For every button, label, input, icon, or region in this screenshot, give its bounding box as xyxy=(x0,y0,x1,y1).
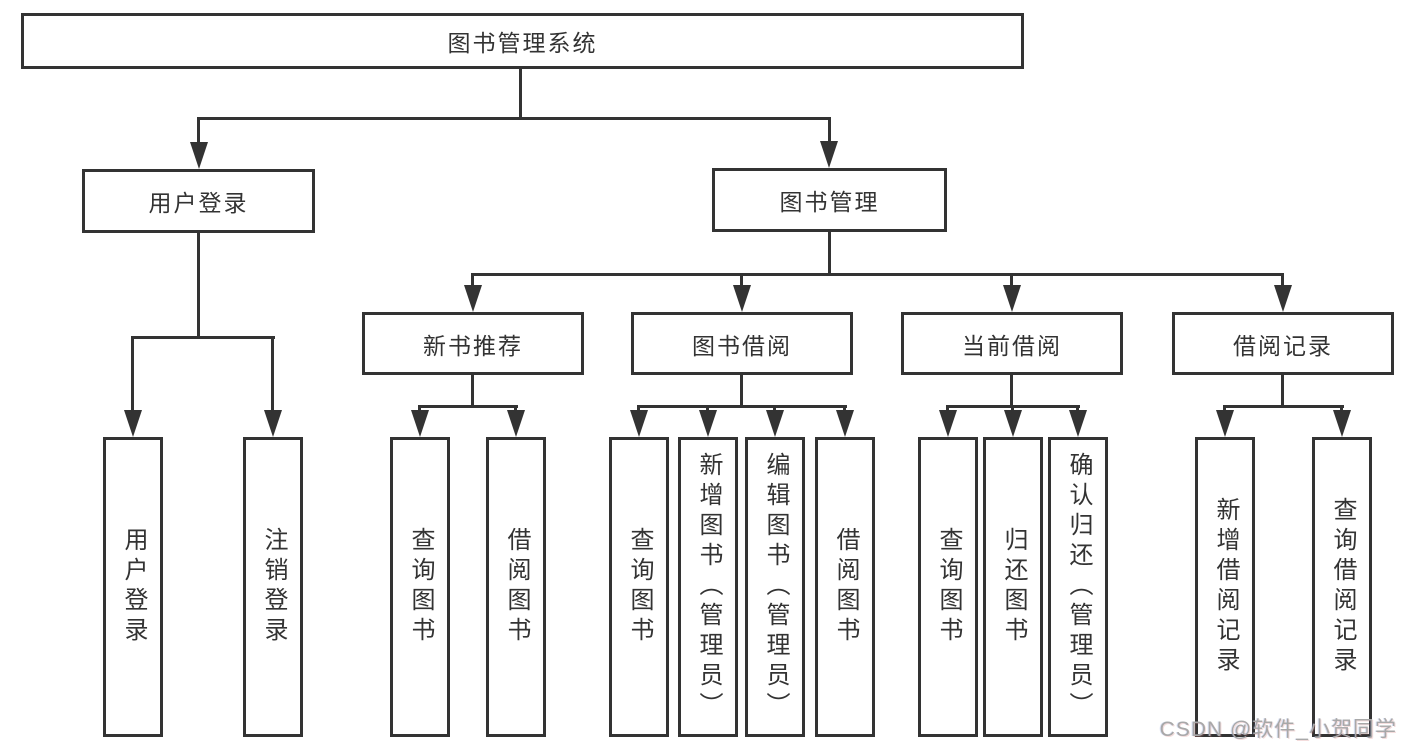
leaf-label: 查询借阅记录 xyxy=(1329,497,1356,677)
connector-line xyxy=(1010,273,1013,290)
connector-line xyxy=(1010,375,1013,408)
arrowhead xyxy=(939,410,957,437)
node-book-management: 图书管理 xyxy=(712,168,947,232)
leaf-label: 借阅图书 xyxy=(832,527,859,647)
arrowhead xyxy=(836,410,854,437)
leaf-borrow-books-recommend: 借阅图书 xyxy=(486,437,546,737)
node-label: 图书借阅 xyxy=(692,332,792,359)
arrowhead xyxy=(733,285,751,312)
connector-line xyxy=(828,232,831,275)
connector-line xyxy=(637,405,847,408)
leaf-label: 注销登录 xyxy=(260,527,287,647)
arrowhead xyxy=(411,410,429,437)
arrowhead xyxy=(766,410,784,437)
connector-line xyxy=(1281,273,1284,290)
leaf-query-books-borrow: 查询图书 xyxy=(609,437,669,737)
leaf-label: 新增借阅记录 xyxy=(1212,497,1239,677)
leaf-label: 查询图书 xyxy=(407,527,434,647)
node-label: 借阅记录 xyxy=(1233,332,1333,359)
leaf-query-borrow-record: 查询借阅记录 xyxy=(1312,437,1372,737)
leaf-add-book-admin: 新增图书（管理员） xyxy=(678,437,738,737)
leaf-label: 查询图书 xyxy=(626,527,653,647)
arrowhead xyxy=(1003,285,1021,312)
node-library-system-root: 图书管理系统 xyxy=(21,13,1024,69)
arrowhead xyxy=(1069,410,1087,437)
connector-line xyxy=(519,69,522,117)
connector-line xyxy=(471,273,474,290)
connector-line xyxy=(271,336,274,414)
connector-line xyxy=(1281,375,1284,408)
leaf-label: 借阅图书 xyxy=(503,527,530,647)
connector-line xyxy=(131,336,275,339)
arrowhead xyxy=(1274,285,1292,312)
watermark: CSDN @软件_小贺同学 xyxy=(1159,718,1397,741)
leaf-user-login: 用户登录 xyxy=(103,437,163,737)
leaf-label: 查询图书 xyxy=(935,527,962,647)
arrowhead xyxy=(464,285,482,312)
arrowhead xyxy=(190,142,208,169)
node-book-borrow: 图书借阅 xyxy=(631,312,853,375)
node-borrow-records: 借阅记录 xyxy=(1172,312,1394,375)
node-new-book-recommend: 新书推荐 xyxy=(362,312,584,375)
connector-line xyxy=(418,405,518,408)
node-label: 图书管理系统 xyxy=(447,30,598,56)
node-user-login: 用户登录 xyxy=(82,169,315,233)
arrowhead xyxy=(264,410,282,437)
arrowhead xyxy=(1216,410,1234,437)
leaf-add-borrow-record: 新增借阅记录 xyxy=(1195,437,1255,737)
connector-line xyxy=(197,233,200,338)
leaf-confirm-return-admin: 确认归还（管理员） xyxy=(1048,437,1108,737)
node-label: 当前借阅 xyxy=(962,332,1062,359)
arrowhead xyxy=(820,141,838,168)
leaf-logout: 注销登录 xyxy=(243,437,303,737)
arrowhead xyxy=(1333,410,1351,437)
connector-line xyxy=(1223,405,1344,408)
arrowhead xyxy=(630,410,648,437)
connector-line xyxy=(471,375,474,408)
node-label: 图书管理 xyxy=(779,189,880,215)
arrowhead xyxy=(1004,410,1022,437)
arrowhead xyxy=(699,410,717,437)
connector-line xyxy=(197,117,831,120)
leaf-label: 新增图书（管理员） xyxy=(695,452,722,722)
connector-line xyxy=(131,336,134,414)
leaf-query-books-recommend: 查询图书 xyxy=(390,437,450,737)
connector-line xyxy=(197,117,200,145)
leaf-query-books-current: 查询图书 xyxy=(918,437,978,737)
leaf-label: 编辑图书（管理员） xyxy=(762,452,789,722)
node-label: 新书推荐 xyxy=(423,332,523,359)
node-current-borrow: 当前借阅 xyxy=(901,312,1123,375)
leaf-label: 确认归还（管理员） xyxy=(1065,452,1092,722)
leaf-borrow-books: 借阅图书 xyxy=(815,437,875,737)
connector-line xyxy=(828,117,831,144)
leaf-label: 用户登录 xyxy=(120,527,147,647)
connector-line xyxy=(740,375,743,408)
leaf-edit-book-admin: 编辑图书（管理员） xyxy=(745,437,805,737)
arrowhead xyxy=(507,410,525,437)
connector-line xyxy=(472,273,1284,276)
connector-line xyxy=(740,273,743,290)
leaf-return-books: 归还图书 xyxy=(983,437,1043,737)
arrowhead xyxy=(124,410,142,437)
leaf-label: 归还图书 xyxy=(1000,527,1027,647)
node-label: 用户登录 xyxy=(148,190,249,216)
